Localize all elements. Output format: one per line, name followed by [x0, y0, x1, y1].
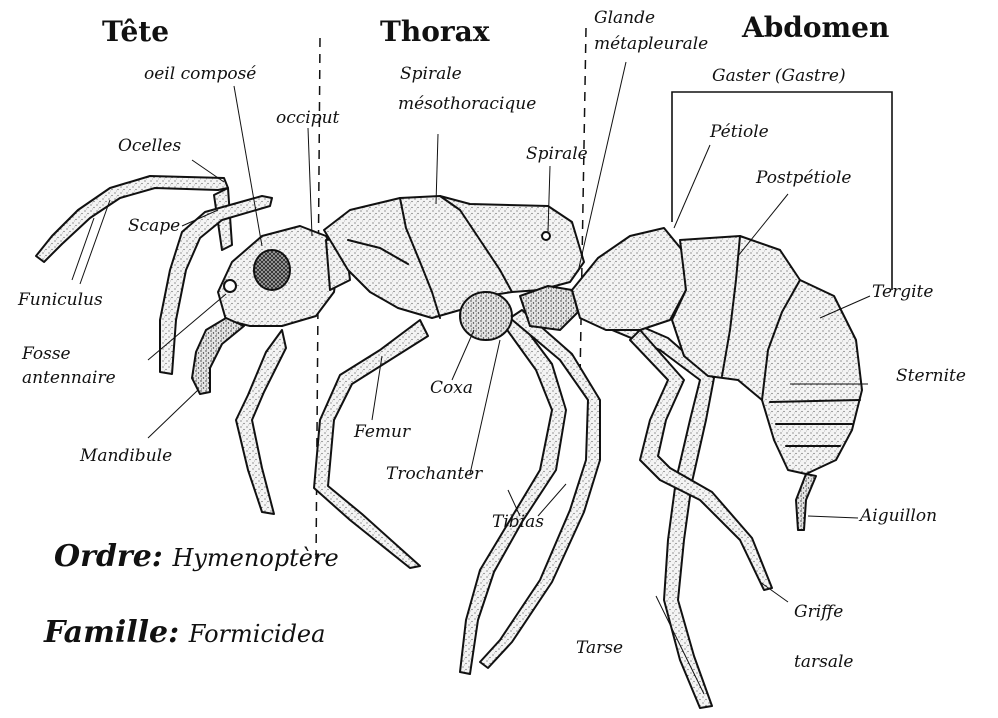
label-spirale-meso-line2: mésothoracique [398, 96, 536, 113]
compound-eye [254, 250, 290, 290]
label-fosse-antennaire-line2: antennaire [22, 370, 116, 387]
order-label: Ordre: Hymenoptère [54, 542, 339, 572]
label-claw-line1: Griffe [794, 604, 843, 621]
section-thorax-label: Thorax [380, 18, 489, 46]
label-tarsus: Tarse [576, 640, 623, 657]
label-ocelli: Ocelles [118, 138, 181, 155]
label-fosse-antennaire-line1: Fosse [22, 346, 71, 363]
mandible [192, 318, 244, 394]
label-funiculus: Funiculus [18, 292, 103, 309]
coxa [460, 292, 512, 340]
label-sternite: Sternite [896, 368, 966, 385]
label-compound-eye: oeil composé [144, 66, 256, 83]
family-label: Famille: Formicidea [44, 618, 325, 648]
petiole-node [520, 286, 578, 330]
section-head-label: Tête [102, 18, 169, 46]
label-glande-line2: métapleurale [594, 36, 708, 53]
family-key: Famille: [44, 615, 179, 650]
label-gaster: Gaster (Gastre) [712, 68, 846, 85]
order-value: Hymenoptère [172, 544, 338, 572]
family-value: Formicidea [189, 620, 326, 648]
label-tergite: Tergite [872, 284, 933, 301]
label-occiput: occiput [276, 110, 339, 127]
label-tibias: Tibias [492, 514, 544, 531]
sting [796, 474, 816, 530]
label-claw-line2: tarsale [794, 654, 853, 671]
label-mandible: Mandibule [80, 448, 172, 465]
petiole [572, 228, 686, 330]
label-postpetiole: Postpétiole [756, 170, 851, 187]
label-spirale-meso-line1: Spirale [400, 66, 462, 83]
antennal-socket [224, 280, 236, 292]
label-spiracle: Spirale [526, 146, 588, 163]
section-abdomen-label: Abdomen [742, 14, 889, 42]
spiracle [542, 232, 550, 240]
label-trochanter: Trochanter [386, 466, 482, 483]
order-key: Ordre: [54, 539, 163, 574]
label-petiole: Pétiole [710, 124, 769, 141]
thorax-abdomen-divider [580, 28, 586, 380]
label-femur: Femur [354, 424, 410, 441]
label-sting: Aiguillon [860, 508, 937, 525]
label-glande-line1: Glande [594, 10, 655, 27]
label-scape: Scape [128, 218, 180, 235]
label-coxa: Coxa [430, 380, 473, 397]
